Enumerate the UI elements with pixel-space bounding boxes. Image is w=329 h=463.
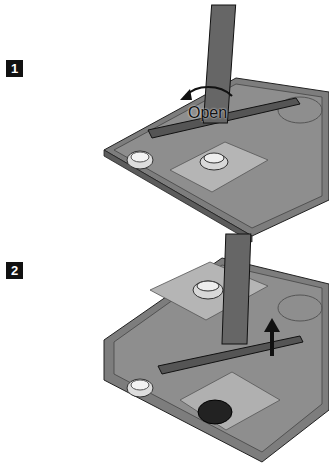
filter-cup-top [197,281,219,291]
rotate-arrow [186,87,232,96]
filter-cup-top [204,153,224,163]
spray-arm [148,98,300,138]
callout-number: 2 [11,264,18,277]
filter-cup [200,154,228,170]
sump-recess [278,295,322,321]
tray-floor [114,84,322,228]
salt-cap-top [131,380,149,390]
callout-number-box: 2 [6,262,23,279]
filter-plate [170,142,268,192]
lift-arrow [270,330,274,356]
water-tube [222,234,251,344]
salt-cap [127,151,153,169]
tray-1 [104,5,329,242]
rotate-arrow-head [180,89,192,100]
callout-number-box: 1 [6,60,23,77]
tray-base [104,258,329,462]
lift-arrow-head [264,318,280,332]
salt-cap [127,379,153,397]
sump-opening [198,400,232,424]
salt-cap-top [131,152,149,162]
tray-floor [114,265,322,452]
instruction-label: Open [188,104,227,122]
filter-cup [193,281,223,299]
filter-plate [150,262,268,320]
callout-number: 1 [11,62,18,75]
lower-plate [180,372,280,430]
tray-2 [104,234,329,462]
